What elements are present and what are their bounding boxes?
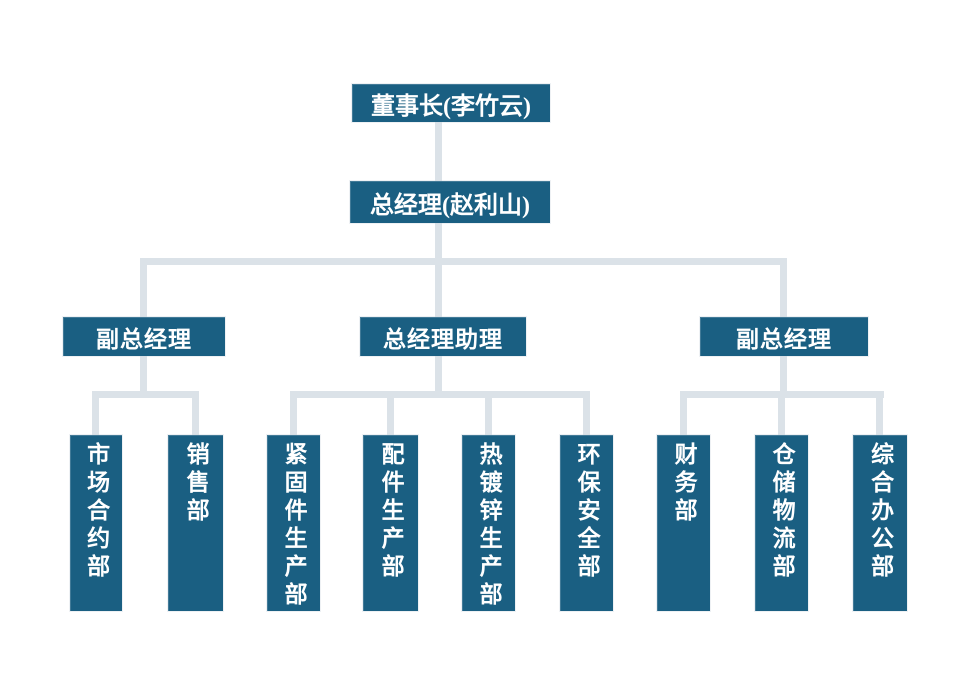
connector-drop-dept-6	[583, 391, 590, 435]
org-node-gm-assistant: 总经理助理	[360, 317, 526, 356]
connector-vp-left-riser	[140, 356, 147, 398]
dept-label: 综合办公部	[867, 442, 894, 582]
org-node-general-manager-label: 总经理(赵利山)	[370, 192, 530, 219]
dept-label: 销售部	[183, 442, 210, 526]
connector-gm-assistant-riser	[435, 356, 442, 398]
connector-drop-dept-4	[387, 391, 394, 435]
connector-middle-group-bus	[290, 391, 590, 398]
dept-label: 热镀锌生产部	[476, 442, 503, 610]
connector-drop-dept-2	[192, 391, 199, 435]
org-node-dept-parts-production: 配件生产部	[363, 435, 418, 611]
org-node-chairman: 董事长(李竹云)	[352, 84, 550, 122]
connector-drop-dept-5	[485, 391, 492, 435]
connector-drop-dept-9	[876, 391, 883, 435]
org-node-vp-left: 副总经理	[63, 317, 225, 356]
connector-left-group-bus	[92, 391, 199, 398]
connector-drop-dept-3	[290, 391, 297, 435]
org-node-dept-general-office: 综合办公部	[853, 435, 907, 611]
connector-vp-right-riser	[780, 356, 787, 398]
org-node-dept-env-safety: 环保安全部	[560, 435, 613, 611]
connector-drop-dept-8	[778, 391, 785, 435]
dept-label: 环保安全部	[574, 442, 601, 582]
org-node-dept-fastener-production: 紧固件生产部	[267, 435, 320, 611]
connector-drop-vp-right	[780, 258, 787, 317]
org-node-dept-warehouse-logistics: 仓储物流部	[755, 435, 808, 611]
connector-drop-dept-7	[680, 391, 687, 435]
connector-drop-gm-assistant	[435, 258, 442, 317]
connector-level3-bus	[140, 258, 787, 265]
dept-label: 配件生产部	[378, 442, 405, 582]
connector-drop-vp-left	[140, 258, 147, 317]
org-node-dept-galvanizing-production: 热镀锌生产部	[462, 435, 515, 611]
org-node-chairman-label: 董事长(李竹云)	[371, 93, 531, 120]
org-node-dept-finance: 财务部	[657, 435, 710, 611]
dept-label: 市场合约部	[83, 442, 110, 582]
dept-label: 仓储物流部	[769, 442, 796, 582]
org-node-dept-sales: 销售部	[168, 435, 223, 611]
org-node-vp-right: 副总经理	[700, 317, 868, 356]
connector-drop-dept-1	[92, 391, 99, 435]
org-node-general-manager: 总经理(赵利山)	[350, 181, 550, 223]
connector-chairman-gm	[435, 122, 442, 181]
org-node-vp-right-label: 副总经理	[736, 326, 832, 352]
org-node-gm-assistant-label: 总经理助理	[383, 326, 503, 352]
connector-gm-riser	[435, 223, 442, 265]
dept-label: 财务部	[671, 442, 698, 526]
org-node-vp-left-label: 副总经理	[96, 326, 192, 352]
org-node-dept-market-contract: 市场合约部	[70, 435, 122, 611]
dept-label: 紧固件生产部	[281, 442, 308, 610]
